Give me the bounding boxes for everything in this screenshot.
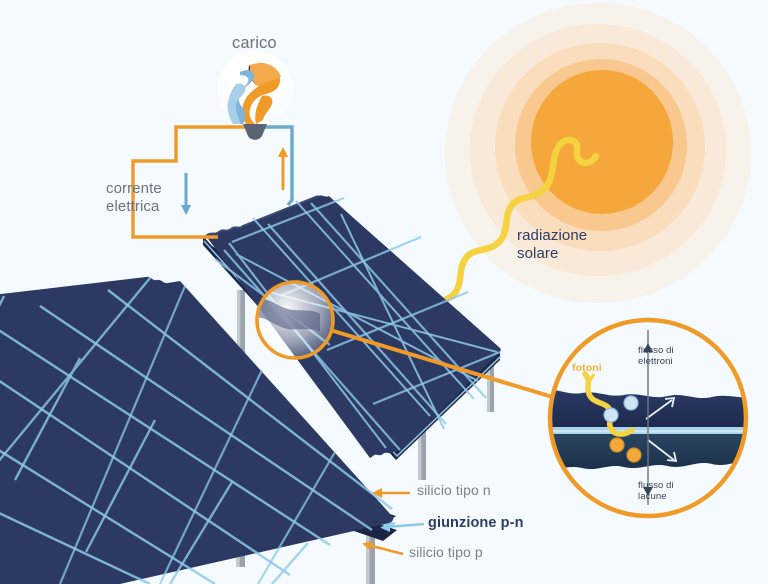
label-corrente-elettrica: corrente elettrica: [106, 180, 162, 216]
label-silicio-tipo-p: silicio tipo p: [409, 544, 483, 560]
label-flusso-di-lacune: flusso di lacune: [638, 480, 674, 503]
label-radiazione-solare: radiazione solare: [517, 227, 588, 263]
detail-circle-pn-junction: [547, 317, 749, 519]
magnifier-connector-line: [329, 328, 557, 400]
label-fotoni: fotoni: [572, 362, 602, 374]
solar-panel-front: [0, 276, 397, 584]
label-giunzione-pn: giunzione p-n: [428, 515, 524, 531]
circuit-wires: [131, 125, 294, 239]
label-carico: carico: [232, 34, 277, 52]
label-silicio-tipo-n: silicio tipo n: [417, 482, 491, 498]
current-direction-arrows: [181, 147, 288, 215]
magnifier-on-panel-edge: [255, 280, 335, 360]
fotoni-pointer: [585, 373, 596, 390]
label-flusso-di-elettroni: flusso di elettroni: [638, 345, 674, 368]
layer-callout-arrows: [362, 488, 425, 556]
sun-graphic: [445, 3, 751, 303]
light-bulb-icon: [217, 51, 293, 140]
